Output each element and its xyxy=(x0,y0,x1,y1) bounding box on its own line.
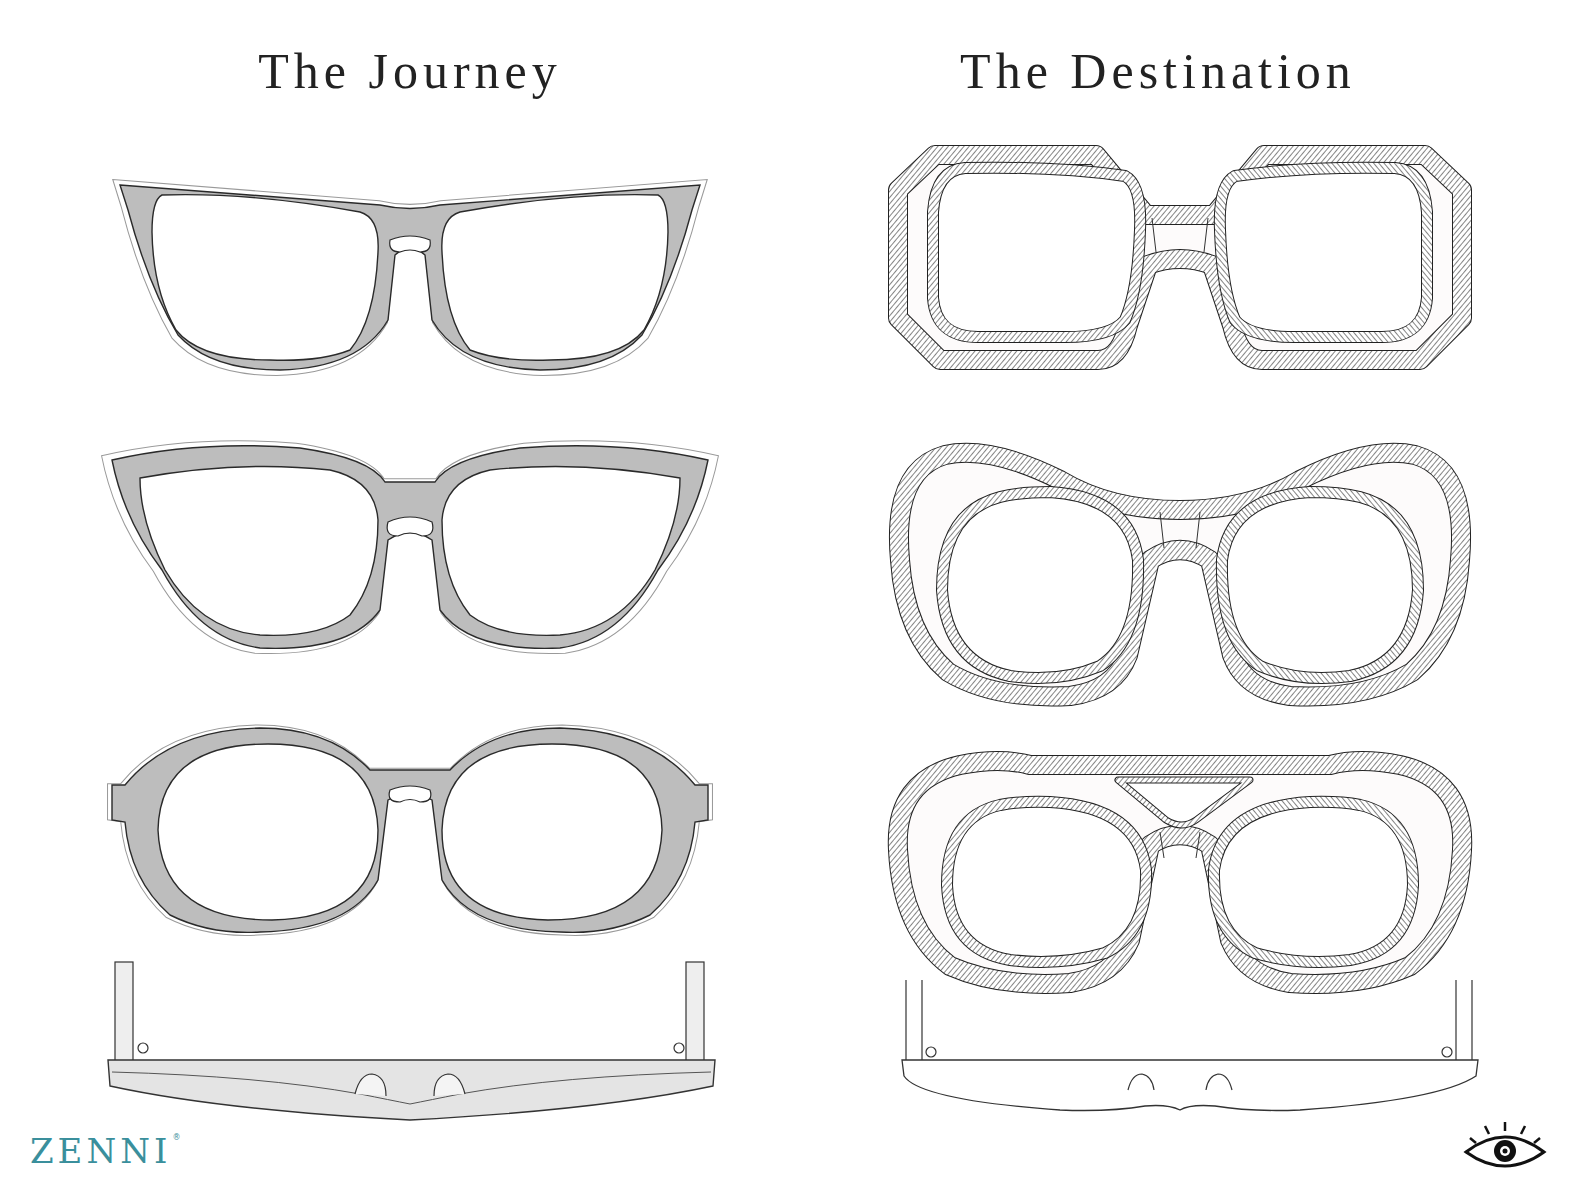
frame-top-view-part xyxy=(674,1043,684,1053)
frame-top-view-part xyxy=(108,1060,715,1120)
frame-top-view-part xyxy=(115,962,133,1062)
round-oversize-frame-part xyxy=(1222,492,1418,678)
frame-top-view-part xyxy=(1471,980,1472,1060)
cat-eye-frame-part xyxy=(387,517,433,536)
cat-eye-frame-part xyxy=(152,195,378,361)
frame-top-view-part xyxy=(902,1060,1478,1111)
eye-icon-part xyxy=(1466,1137,1544,1166)
column-heading: The Journey xyxy=(258,46,562,96)
eye-icon-part xyxy=(1494,1140,1516,1162)
frame-top-view xyxy=(902,980,1478,1111)
eye-icon-part xyxy=(1503,1149,1508,1154)
octagon-frame-part xyxy=(898,155,1462,360)
column-heading: The Destination xyxy=(960,46,1356,96)
octagon-frame-part xyxy=(1204,218,1208,252)
round-frame-part xyxy=(389,786,431,802)
aviator-frame-part xyxy=(898,761,1462,984)
eye-icon-part xyxy=(1534,1138,1540,1143)
eye-icon-part xyxy=(1521,1126,1525,1134)
aviator-frame-part xyxy=(1214,802,1413,962)
frame-top-view-part xyxy=(434,1074,465,1096)
octagon-frame-part xyxy=(1220,168,1427,337)
aviator-frame-part xyxy=(947,802,1146,962)
cat-eye-frame xyxy=(102,441,719,654)
cat-eye-frame-part xyxy=(120,185,700,370)
aviator-frame-part xyxy=(1118,780,1250,825)
round-oversize-frame-part xyxy=(942,492,1138,678)
eye-icon xyxy=(1466,1122,1544,1166)
cat-eye-frame-part xyxy=(390,236,431,252)
round-frame-part xyxy=(112,728,708,932)
frame-top-view-part xyxy=(1455,980,1456,1060)
frame-top-view-part xyxy=(921,980,922,1060)
eye-icon-part xyxy=(1504,1122,1507,1131)
registered-mark: ® xyxy=(172,1134,180,1142)
frame-top-view-part xyxy=(1442,1047,1452,1057)
eye-icon-part xyxy=(1485,1126,1489,1134)
round-oversize-frame-part xyxy=(942,492,1138,678)
eye-icon-part xyxy=(1500,1146,1510,1156)
octagon-frame-part xyxy=(933,168,1140,337)
round-frame-part xyxy=(442,744,662,920)
aviator-frame xyxy=(898,761,1462,984)
cat-eye-frame-part xyxy=(442,195,668,361)
cat-eye-frame-part xyxy=(442,466,680,635)
frame-top-view-part xyxy=(926,1047,936,1057)
frame-top-view-part xyxy=(686,962,704,1062)
round-oversize-frame-part xyxy=(1222,492,1418,678)
round-frame xyxy=(108,725,713,936)
eye-icon-part xyxy=(1470,1138,1476,1143)
frame-top-view-part xyxy=(355,1074,386,1096)
frame-top-view xyxy=(108,962,715,1120)
cat-eye-frame-part xyxy=(102,441,719,654)
frame-top-view-part xyxy=(112,1072,711,1104)
round-oversize-frame-part xyxy=(1196,512,1200,548)
octagon-frame-part xyxy=(933,168,1140,337)
round-oversize-frame-part xyxy=(1160,512,1164,548)
aviator-frame-part xyxy=(1196,832,1200,858)
aviator-frame-part xyxy=(1118,780,1250,825)
round-oversize-frame-part xyxy=(899,453,1461,697)
aviator-frame-part xyxy=(1160,832,1164,858)
frame-top-view-part xyxy=(905,980,906,1060)
frame-top-view-part xyxy=(1206,1074,1232,1090)
round-oversize-frame xyxy=(899,453,1461,697)
round-oversize-frame-part xyxy=(899,453,1461,697)
round-frame-part xyxy=(158,744,378,920)
cat-eye-frame-part xyxy=(113,179,708,375)
frame-top-view-part xyxy=(1128,1074,1154,1090)
cat-eye-frame xyxy=(113,179,708,375)
cat-eye-frame-part xyxy=(112,446,708,649)
aviator-frame-part xyxy=(898,761,1462,984)
octagon-frame-part xyxy=(1152,218,1156,252)
aviator-frame-part xyxy=(1214,802,1413,962)
octagon-frame-part xyxy=(898,155,1462,360)
frame-top-view-part xyxy=(138,1043,148,1053)
aviator-frame-part xyxy=(947,802,1146,962)
round-frame-part xyxy=(108,725,713,936)
brand-logo: ZENNI xyxy=(30,1134,171,1168)
cat-eye-frame-part xyxy=(140,466,378,635)
octagon-frame-part xyxy=(1220,168,1427,337)
octagon-frame xyxy=(898,155,1462,360)
